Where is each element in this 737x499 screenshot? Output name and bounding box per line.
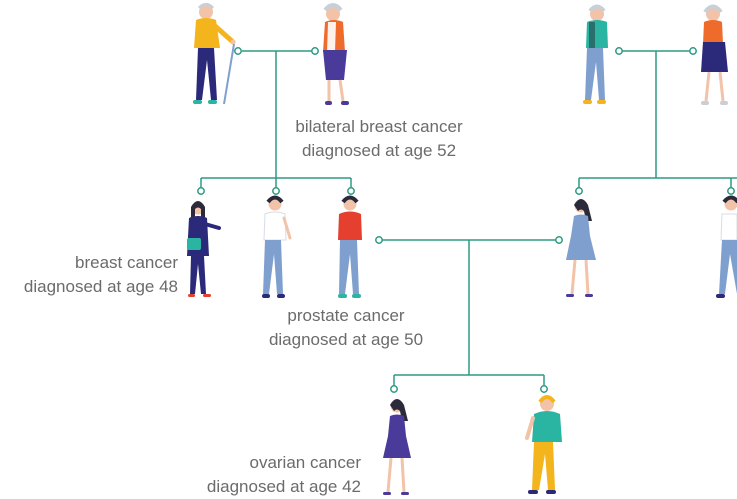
node-aunt xyxy=(198,188,204,194)
annotation-grandmother-left: bilateral breast cancer diagnosed at age… xyxy=(279,115,479,163)
annotation-age: diagnosed at age 50 xyxy=(251,328,441,352)
person-grandmother-left xyxy=(323,5,349,105)
node-grandmother-left xyxy=(312,48,318,54)
annotation-diagnosis: breast cancer xyxy=(0,251,178,275)
node-daughter xyxy=(391,386,397,392)
person-uncle xyxy=(262,198,290,299)
annotation-aunt: breast cancer diagnosed at age 48 xyxy=(0,251,178,299)
annotation-diagnosis: ovarian cancer xyxy=(150,451,361,475)
node-grandfather-right xyxy=(616,48,622,54)
person-right-uncle xyxy=(716,198,737,299)
node-son xyxy=(541,386,547,392)
node-father-spouse xyxy=(376,237,382,243)
person-grandfather-right xyxy=(583,7,608,105)
node-mother xyxy=(576,188,582,194)
annotation-diagnosis: bilateral breast cancer xyxy=(279,115,479,139)
person-daughter xyxy=(383,399,411,495)
person-grandmother-right xyxy=(701,7,728,106)
annotation-daughter: ovarian cancer diagnosed at age 42 xyxy=(150,451,361,499)
annotation-age: diagnosed at age 48 xyxy=(0,275,178,299)
person-mother xyxy=(566,199,596,297)
node-uncle xyxy=(273,188,279,194)
node-mother-spouse xyxy=(556,237,562,243)
node-right-uncle xyxy=(728,188,734,194)
annotation-father: prostate cancer diagnosed at age 50 xyxy=(251,304,441,352)
annotation-diagnosis: prostate cancer xyxy=(251,304,441,328)
person-father xyxy=(338,198,362,299)
node-grandfather-left xyxy=(235,48,241,54)
node-father xyxy=(348,188,354,194)
person-grandfather-left xyxy=(193,5,236,105)
node-grandmother-right xyxy=(690,48,696,54)
person-aunt xyxy=(187,201,219,297)
person-son xyxy=(527,397,562,494)
annotation-age: diagnosed at age 52 xyxy=(279,139,479,163)
annotation-age: diagnosed at age 42 xyxy=(150,475,361,499)
